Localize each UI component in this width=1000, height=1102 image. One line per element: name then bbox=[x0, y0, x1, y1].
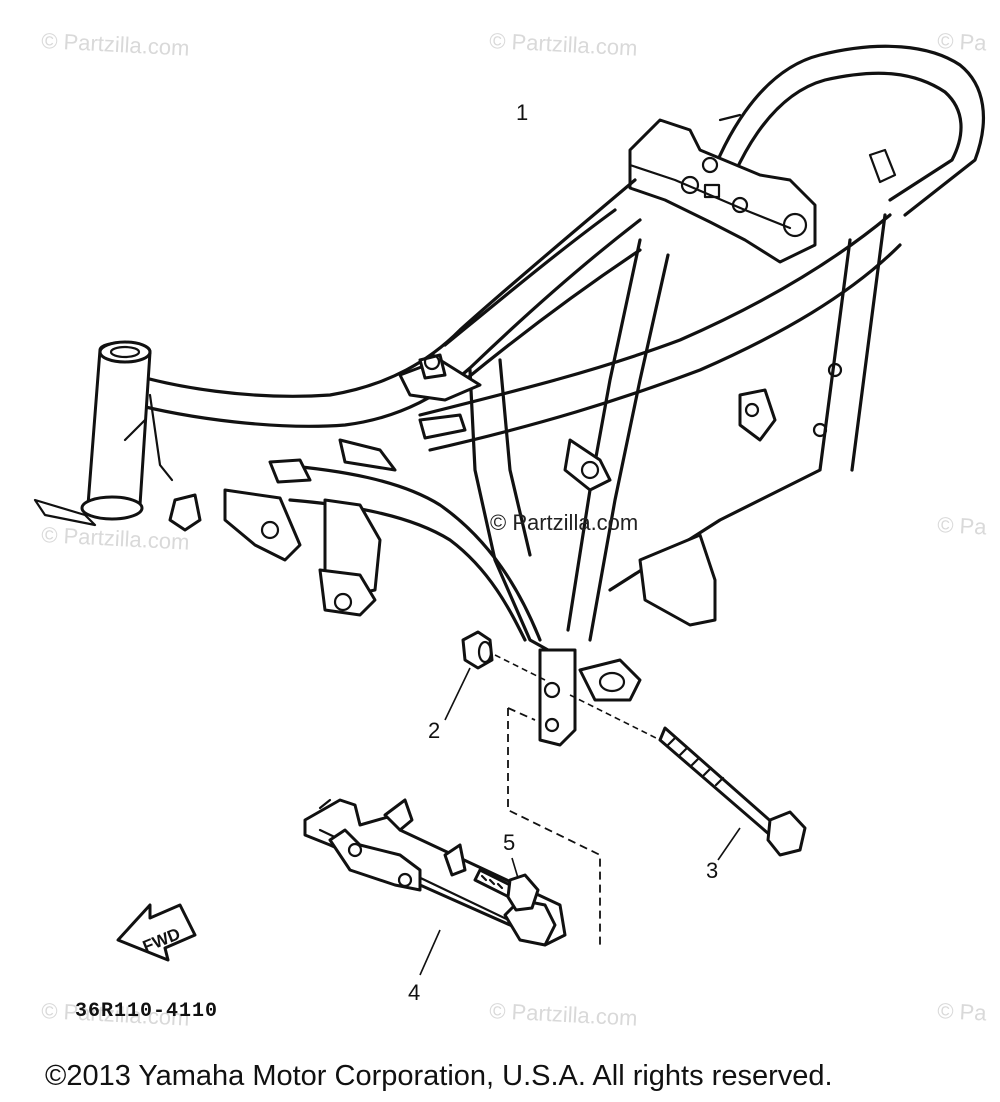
bolt-part-3 bbox=[569, 694, 807, 861]
callout-4: 4 bbox=[408, 980, 421, 1005]
fwd-arrow-icon: FWD bbox=[116, 903, 197, 962]
callout-3: 3 bbox=[706, 858, 719, 883]
frame-part-1 bbox=[33, 44, 986, 747]
callout-5: 5 bbox=[503, 830, 516, 855]
bracket-part-4 bbox=[303, 798, 567, 976]
bolt-part-5 bbox=[473, 857, 540, 912]
diagram-part-code: 36R110-4110 bbox=[75, 1000, 219, 1023]
callout-2: 2 bbox=[428, 718, 441, 743]
callout-1: 1 bbox=[516, 100, 529, 125]
copyright-notice: ©2013 Yamaha Motor Corporation, U.S.A. A… bbox=[45, 1060, 833, 1092]
watermark-center: © Partzilla.com bbox=[490, 510, 639, 535]
nut-part-2 bbox=[444, 630, 546, 721]
